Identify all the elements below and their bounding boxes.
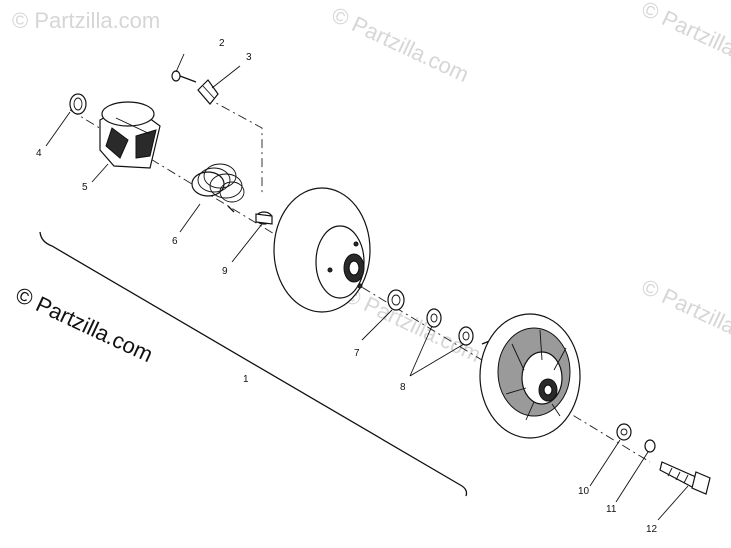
callout-12: 12 bbox=[646, 524, 658, 535]
callout-9: 9 bbox=[222, 266, 228, 277]
callout-11: 11 bbox=[606, 504, 617, 515]
part-wedge bbox=[197, 79, 219, 105]
callout-8: 8 bbox=[400, 382, 406, 393]
part-moveable-sheave bbox=[273, 187, 371, 313]
watermark-top-left: © Partzilla.com bbox=[12, 8, 160, 33]
leader-lines bbox=[45, 53, 689, 521]
watermark-top-right: © Partzilla.com bbox=[638, 0, 731, 81]
callout-4: 4 bbox=[36, 148, 42, 159]
part-bolt bbox=[659, 461, 711, 495]
part-washers bbox=[426, 308, 474, 346]
part-washer-10 bbox=[616, 423, 632, 441]
callout-3: 3 bbox=[246, 52, 252, 63]
callout-2: 2 bbox=[219, 38, 225, 49]
watermark-center: © Partzilla.com bbox=[340, 282, 485, 367]
callout-6: 6 bbox=[172, 236, 178, 247]
callout-7: 7 bbox=[354, 348, 360, 359]
part-fixed-sheave bbox=[479, 313, 581, 439]
part-spring bbox=[191, 163, 245, 213]
callout-1: 1 bbox=[243, 374, 249, 385]
part-cam bbox=[99, 101, 161, 169]
callout-10: 10 bbox=[578, 486, 590, 497]
assembly-bracket bbox=[39, 231, 468, 497]
watermark-mid-right: © Partzilla.com bbox=[638, 274, 731, 359]
part-bushing bbox=[255, 211, 273, 225]
callout-5: 5 bbox=[82, 182, 88, 193]
watermark-top-center: © Partzilla.com bbox=[328, 2, 473, 87]
bolt-axis-line bbox=[204, 96, 263, 196]
part-snap-ring bbox=[69, 93, 87, 115]
part-screw bbox=[171, 70, 197, 83]
part-spacer bbox=[387, 289, 405, 311]
part-lock-washer bbox=[644, 439, 656, 453]
